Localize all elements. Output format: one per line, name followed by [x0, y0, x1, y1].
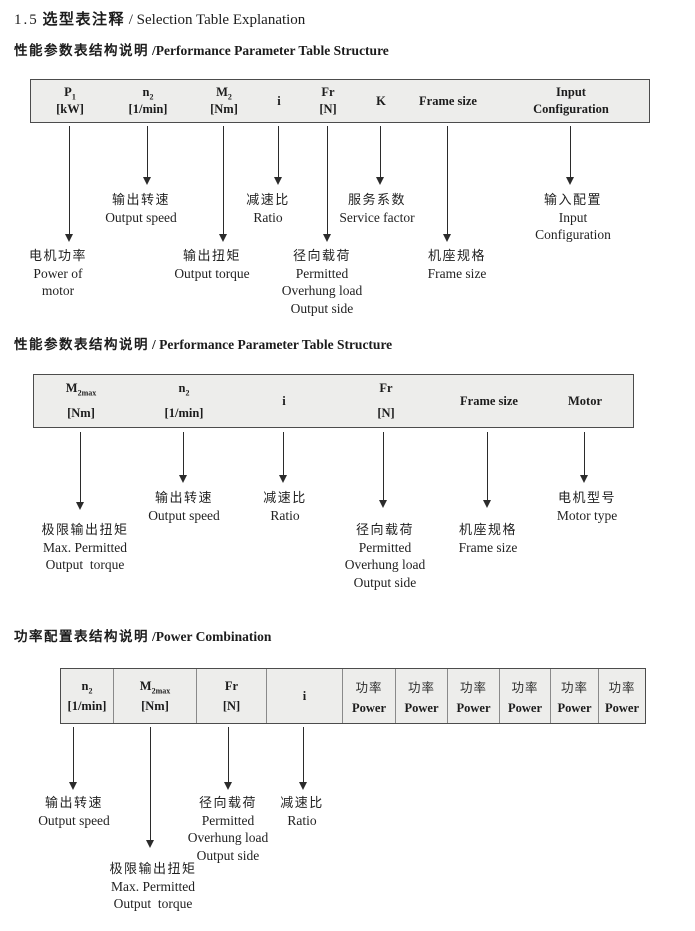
section1-heading: 性能参数表结构说明/Performance Parameter Table St… [14, 43, 389, 58]
col-i: i [277, 93, 281, 108]
col-p1: P1 [kW] [56, 85, 84, 116]
section-number: 1.5 [14, 12, 39, 28]
col-motor: Motor [567, 393, 603, 408]
col-fr: Fr [N] [319, 85, 337, 116]
col-n2: n2 [1/min] [164, 381, 204, 420]
col-n2: n2 [1/min] [128, 85, 168, 116]
page-title-en: / Selection Table Explanation [128, 12, 306, 28]
col-k: K [376, 93, 386, 108]
page-title-zh: 选型表注释 [42, 12, 126, 28]
col-i: i [267, 669, 343, 723]
col-m2: M2 [Nm] [210, 85, 238, 116]
col-frame-size: Frame size [460, 393, 518, 408]
page-title: 1.5 选型表注释 / Selection Table Explanation [14, 8, 305, 29]
col-i: i [282, 393, 286, 408]
col-m2max: M2max [Nm] [114, 669, 197, 723]
col-fr: Fr [N] [197, 669, 267, 723]
col-input-configuration: Input Configuration [533, 85, 609, 116]
col-n2: n2 [1/min] [61, 669, 114, 723]
section3-heading: 功率配置表结构说明/Power Combination [14, 629, 272, 644]
col-frame-size: Frame size [419, 93, 477, 108]
col-m2max: M2max [Nm] [65, 381, 97, 420]
col-fr: Fr [N] [377, 381, 395, 420]
performance-table-header-1: P1 [kW] n2 [1/min] M2 [Nm] i Fr [N] K Fr… [30, 79, 650, 123]
section2-heading: 性能参数表结构说明/ Performance Parameter Table S… [14, 337, 393, 352]
performance-table-header-2: M2max [Nm] n2 [1/min] i Fr [N] Frame siz… [33, 374, 634, 428]
